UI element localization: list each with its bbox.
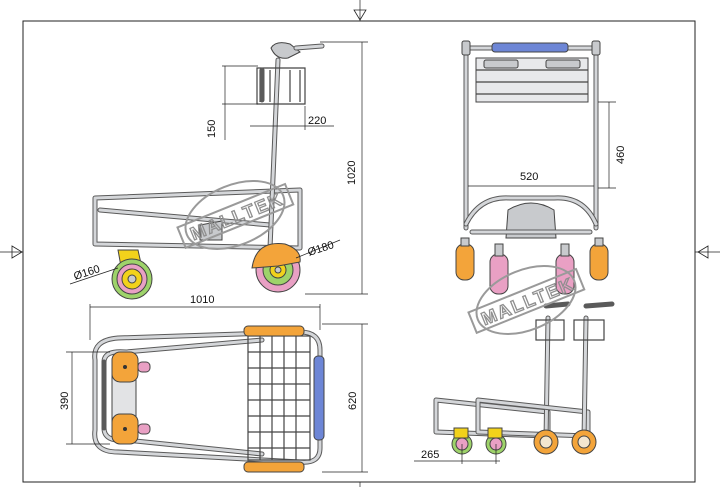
top-basket-grid bbox=[247, 335, 311, 461]
dim-rear-basket-height: 460 bbox=[615, 146, 627, 164]
top-front-wheel-right bbox=[243, 461, 305, 473]
side-view: 150 220 1020 Ø160 Ø180 bbox=[69, 41, 368, 300]
rear-handle-grip bbox=[491, 42, 569, 53]
nested-view: 265 bbox=[414, 301, 615, 464]
rear-wheel bbox=[111, 258, 153, 300]
dim-total-height: 1020 bbox=[346, 161, 358, 185]
top-front-wheel-left bbox=[243, 325, 305, 337]
dim-platform-width: 390 bbox=[59, 392, 71, 410]
top-view: 1010 390 620 bbox=[59, 294, 368, 473]
dim-total-length: 1010 bbox=[190, 294, 214, 306]
dim-side-basket-height: 150 bbox=[206, 120, 218, 138]
nested-wheels bbox=[451, 427, 597, 455]
center-mark-top bbox=[353, 0, 367, 21]
rear-view-wheel-outer-left bbox=[455, 237, 475, 281]
dim-total-width: 620 bbox=[347, 392, 359, 410]
dim-front-wheel-dia: Ø180 bbox=[306, 239, 335, 259]
rear-view-wheel-outer-right bbox=[589, 237, 609, 281]
top-handle-grip bbox=[313, 355, 325, 441]
center-mark-right bbox=[695, 245, 720, 259]
drawing-border bbox=[22, 20, 696, 483]
dim-inner-width: 520 bbox=[520, 171, 538, 183]
dim-nest-pitch: 265 bbox=[421, 449, 439, 461]
rear-view-wheel-inner-left bbox=[489, 243, 509, 295]
side-handle bbox=[270, 42, 301, 59]
dim-rear-wheel-dia: Ø160 bbox=[72, 263, 101, 283]
front-wheel-guard bbox=[251, 243, 301, 269]
dim-side-basket-width: 220 bbox=[308, 115, 326, 127]
center-mark-left bbox=[0, 245, 23, 259]
side-basket bbox=[256, 67, 306, 105]
rear-view: 460 520 bbox=[455, 40, 627, 295]
front-wheel bbox=[251, 243, 301, 293]
